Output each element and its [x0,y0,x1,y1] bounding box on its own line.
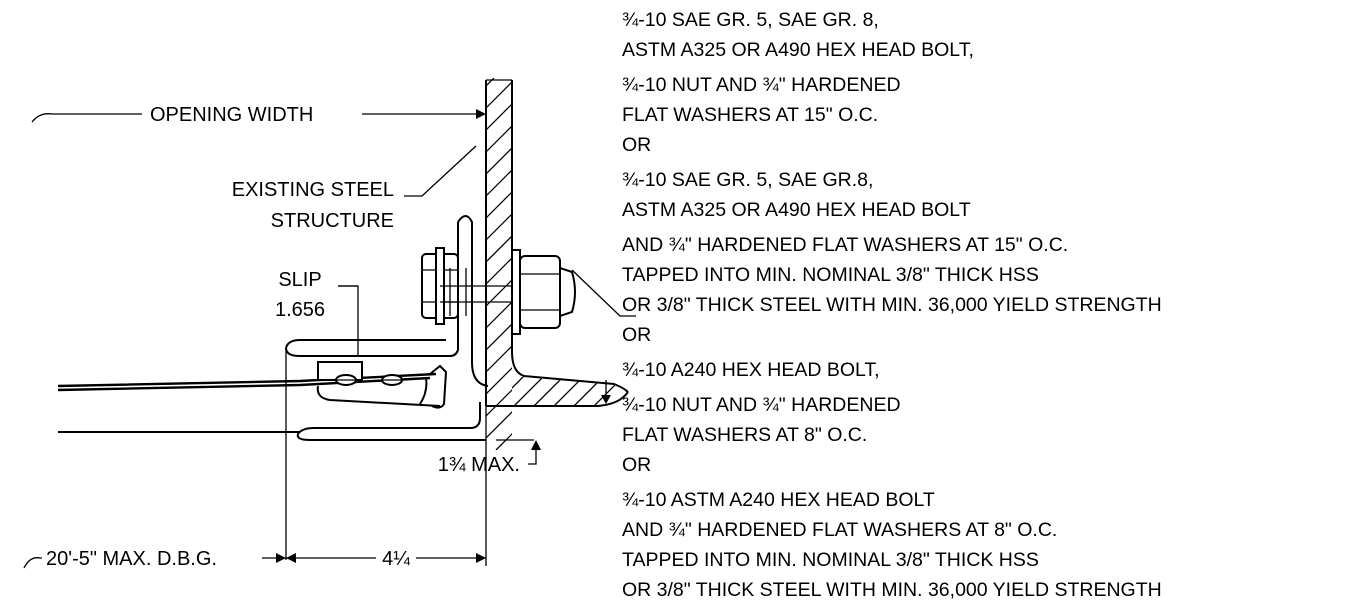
hatch-line [486,81,512,109]
existing-steel-label-line2: STRUCTURE [271,210,394,232]
note-line: TAPPED INTO MIN. NOMINAL 3/8" THICK HSS [622,549,1039,571]
note-line: ¾-10 ASTM A240 HEX HEAD BOLT [622,489,935,511]
hatch-line [569,376,611,406]
note-line: FLAT WASHERS AT 8" O.C. [622,424,867,446]
note-line: ASTM A325 OR A490 HEX HEAD BOLT, [622,39,974,61]
hatch-line [486,367,512,395]
note-line: OR [622,454,651,476]
note-line: OR 3/8" THICK STEEL WITH MIN. 36,000 YIE… [622,579,1162,601]
hatch-line [486,257,512,285]
existing-steel-label-line1: EXISTING STEEL [232,179,394,201]
width-dimension-label: 4¼ [382,548,410,570]
bottom-track [296,402,486,441]
note-line: AND ¾" HARDENED FLAT WASHERS AT 15" O.C. [622,234,1068,256]
note-line: OR 3/8" THICK STEEL WITH MIN. 36,000 YIE… [622,294,1162,316]
bolt-specification-notes: ¾-10 SAE GR. 5, SAE GR. 8, ASTM A325 OR … [622,9,1162,601]
max-dbg-label: 20'-5" MAX. D.B.G. [46,548,217,570]
opening-width-label: OPENING WIDTH [150,104,313,126]
note-line: ¾-10 SAE GR. 5, SAE GR.8, [622,169,873,191]
slip-label-line1: SLIP [278,269,321,291]
hatch-line [549,376,591,406]
hatch-line [486,103,512,131]
note-line: ASTM A325 OR A490 HEX HEAD BOLT [622,199,971,221]
hatch-line [486,125,512,153]
note-line: ¾-10 NUT AND ¾" HARDENED [622,74,901,96]
slip-label-line2: 1.656 [275,299,325,321]
hatch-line [529,376,571,406]
note-line: AND ¾" HARDENED FLAT WASHERS AT 8" O.C. [622,519,1057,541]
note-line: OR [622,134,651,156]
hatch-line [486,235,512,263]
note-line: ¾-10 NUT AND ¾" HARDENED [622,394,901,416]
note-line: ¾-10 A240 HEX HEAD BOLT, [622,359,880,381]
note-line: FLAT WASHERS AT 15" O.C. [622,104,878,126]
hex-head-bolt [421,247,576,335]
door-slat [57,361,448,433]
note-line: ¾-10 SAE GR. 5, SAE GR. 8, [622,9,879,31]
note-line: TAPPED INTO MIN. NOMINAL 3/8" THICK HSS [622,264,1039,286]
max-gap-label: 1¾ MAX. [438,454,520,476]
hatch-line [486,213,512,241]
note-line: OR [622,324,651,346]
dimension-lines [23,109,636,569]
